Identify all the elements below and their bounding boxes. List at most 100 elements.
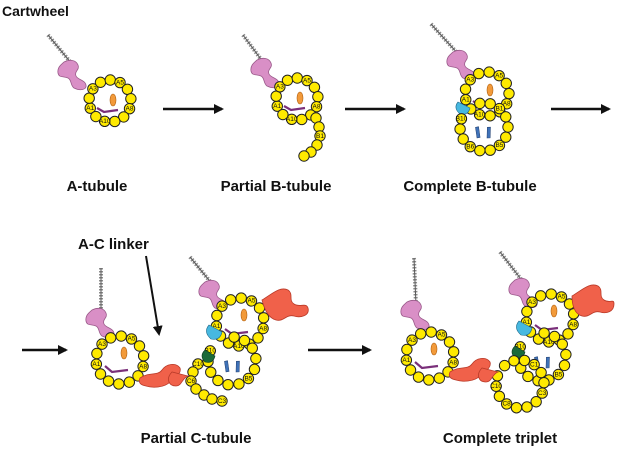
c-tubule-subunit <box>190 383 202 395</box>
a-tubule-subunit <box>414 328 427 340</box>
protofilament-label-a8: A8 <box>259 325 267 332</box>
a-tubule-subunit <box>473 109 486 121</box>
ac-linker-protein <box>261 288 309 321</box>
b-tubule-subunit <box>248 363 261 376</box>
a-tubule-subunit <box>115 330 127 342</box>
protofilament-label-b1: B1 <box>495 105 503 112</box>
a-tubule-subunit <box>257 312 270 324</box>
protofilament-label-b5: B5 <box>495 142 503 149</box>
a-tubule-subunit <box>310 101 323 113</box>
mip-blue <box>475 126 481 139</box>
protofilament-label-a3: A3 <box>218 303 226 310</box>
protofilament-label-a1: A1 <box>462 96 470 103</box>
mip-blue <box>235 360 240 373</box>
protofilament-label-a1: A1 <box>273 103 281 110</box>
protofilament-label-a5: A5 <box>248 298 256 305</box>
a-tubule-subunit <box>125 93 137 105</box>
a-tubule-label: A-tubule <box>67 178 128 195</box>
protofilament-label-b5: B5 <box>244 375 252 382</box>
protofilament-label-a1: A1 <box>402 357 410 364</box>
ac-linker-protein <box>478 367 500 383</box>
partial-c-tubule-label: Partial C-tubule <box>141 430 252 447</box>
a-tubule-subunit <box>281 74 294 86</box>
a-tubule-subunit <box>125 333 138 345</box>
protofilament-label-a5: A5 <box>495 72 503 79</box>
b-tubule-subunit <box>493 139 506 152</box>
c-tubule-subunit <box>493 390 506 402</box>
protofilament-label-a5: A5 <box>303 77 311 84</box>
b-tubule-subunit <box>242 372 255 385</box>
protofilament-label-c3: C3 <box>538 390 547 397</box>
protofilament-label-a3: A3 <box>408 337 416 344</box>
protofilament-label-a8: A8 <box>139 363 147 370</box>
a-tubule-subunit <box>104 74 116 86</box>
a-tubule-subunit <box>99 115 111 128</box>
a-tubule-subunit <box>555 291 568 303</box>
mip-green <box>201 349 216 363</box>
a-tubule-subunit <box>252 332 264 344</box>
a-tubule-subunit <box>90 110 102 123</box>
protofilament-label-c8: C8 <box>502 401 511 408</box>
protofilament-label-a10: A10 <box>543 339 555 346</box>
protofilament-label-a3: A3 <box>528 299 536 306</box>
a-tubule-subunit <box>133 340 146 352</box>
a-tubule-subunit <box>96 338 108 350</box>
a-tubule-subunit <box>425 326 437 338</box>
a-tubule-subunit <box>500 77 512 90</box>
a-tubule-subunit <box>312 91 324 103</box>
b-tubule-subunit <box>212 374 224 387</box>
mip-orange <box>430 342 438 356</box>
mip-orange <box>109 93 117 107</box>
b-tubule-subunit <box>205 366 217 378</box>
protofilament-label-a5: A5 <box>116 79 124 86</box>
a-tubule-subunit <box>102 375 115 387</box>
a-tubule-subunit <box>534 290 547 302</box>
b-tubule-subunit <box>500 131 512 143</box>
b-tubule-subunit <box>246 342 258 354</box>
protofilament-label-a3: A3 <box>276 84 284 91</box>
c-tubule-subunit <box>530 396 542 408</box>
protofilament-label-a10: A10 <box>474 112 486 119</box>
a-tubule-subunit <box>277 108 289 121</box>
a-tubule-subunit <box>567 318 579 331</box>
a-tubule-subunit <box>270 90 282 102</box>
a-tubule-subunit <box>521 305 533 318</box>
a-tubule-subunit <box>296 113 308 126</box>
mip-cyan <box>206 324 223 340</box>
b-tubule-subunit <box>484 98 496 110</box>
a-tubule-subunit <box>94 76 107 88</box>
mip-orange <box>240 308 248 322</box>
c-tubule-subunit <box>500 398 513 410</box>
mip-orange <box>120 346 128 360</box>
b-tubule-subunit <box>250 352 262 365</box>
b-tubule-subunit <box>474 97 486 110</box>
cartwheel-label: Cartwheel <box>2 3 69 19</box>
a-tubule-subunit <box>406 334 418 346</box>
protofilament-label-a8: A8 <box>503 101 511 108</box>
a-tubule-subunit <box>308 81 321 94</box>
protofilament-label-a3: A3 <box>98 341 106 348</box>
pinhead-protein <box>57 59 87 91</box>
a-tubule-subunit <box>235 292 247 304</box>
pinhead-protein <box>400 299 430 331</box>
a-tubule-subunit <box>109 115 121 128</box>
pinhead-protein <box>250 57 280 89</box>
a-tubule-subunit <box>123 103 136 115</box>
a-tubule-subunit <box>412 371 425 383</box>
protofilament-label-b10: B10 <box>514 344 526 351</box>
complete-b-tubule-label: Complete B-tubule <box>403 178 536 195</box>
a-tubule-subunit <box>433 372 446 384</box>
a-tubule-subunit <box>104 332 117 344</box>
protofilament-label-b1: B1 <box>316 133 324 140</box>
b-tubule-subunit <box>298 150 310 162</box>
a-tubule-subunit <box>87 83 99 95</box>
b-tubule-subunit <box>522 370 534 383</box>
protofilament-label-a8: A8 <box>313 104 321 111</box>
a-tubule-subunit <box>401 343 413 356</box>
b-tubule-subunit <box>474 144 486 157</box>
protofilament-label-c6: C6 <box>187 378 196 385</box>
a-tubule-subunit <box>137 350 150 362</box>
